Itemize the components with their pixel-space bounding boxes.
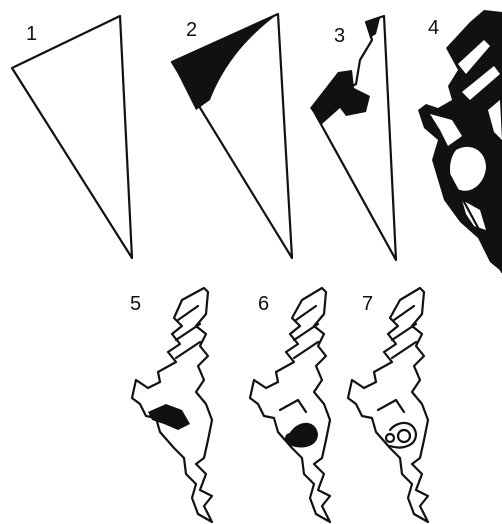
step-7: 7 — [348, 288, 428, 522]
step-1-number: 1 — [26, 23, 37, 45]
step-2: 2 — [172, 14, 292, 258]
step-5-number: 5 — [130, 293, 141, 315]
step-3-number: 3 — [334, 25, 345, 47]
step-6: 6 — [250, 288, 330, 522]
step-6-number: 6 — [258, 293, 269, 315]
step-5: 5 — [130, 288, 212, 522]
step-1-paper-triangle — [12, 16, 132, 258]
step-7-number: 7 — [362, 293, 373, 315]
step-1: 1 — [12, 16, 132, 258]
step-6-dot — [285, 433, 295, 443]
step-3: 3 — [310, 16, 396, 260]
step-4: 4 — [418, 10, 502, 272]
step-3-paper-shape — [312, 16, 396, 260]
step-4-number: 4 — [428, 17, 439, 39]
step-2-number: 2 — [186, 19, 197, 41]
step-4-cut-paper — [418, 10, 502, 272]
